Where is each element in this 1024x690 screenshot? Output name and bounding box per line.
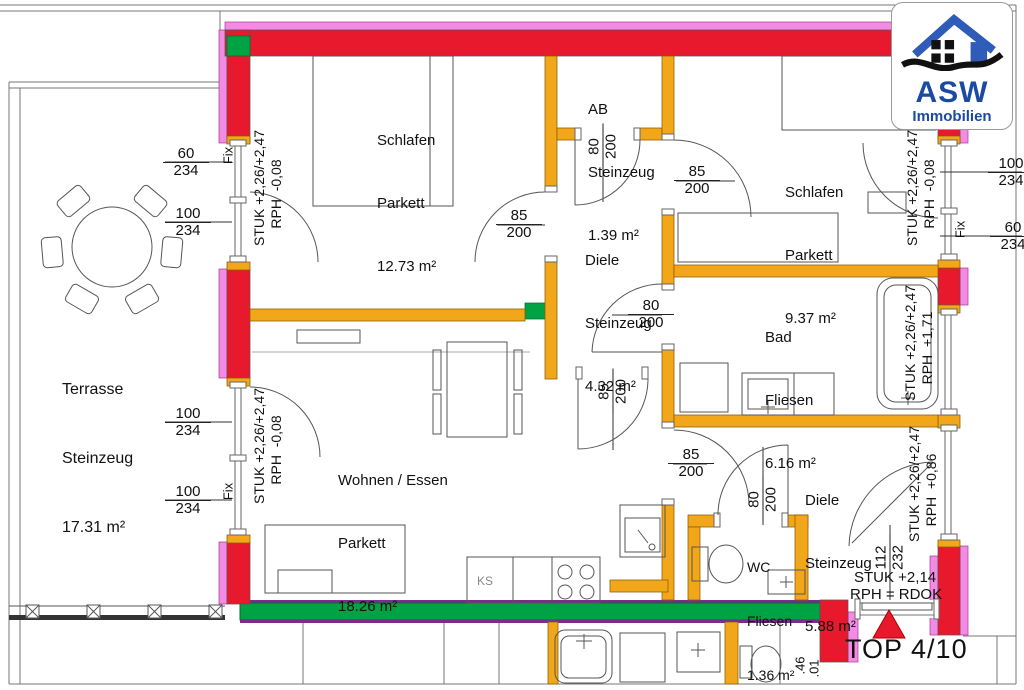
lower-apartment-fixtures bbox=[554, 629, 782, 684]
door-dim-bad: 80 200 bbox=[628, 298, 674, 331]
house-window-grid bbox=[931, 40, 955, 63]
room-label-schlafen2: Schlafen Parkett 9.37 m² bbox=[785, 184, 844, 327]
boundary-lines bbox=[0, 4, 1017, 685]
lintel-left-mid: STUK +2,26/+2,47 bbox=[251, 388, 267, 504]
door-dim-wc: 80 200 bbox=[746, 476, 780, 523]
window-dim-left-100b: 100 234 bbox=[165, 406, 211, 439]
door-arc-terrace-wohnen bbox=[249, 386, 321, 458]
door-arc-ab bbox=[574, 139, 641, 206]
fridge-label: KS bbox=[477, 574, 494, 588]
unit-label: TOP 4/10 bbox=[845, 634, 968, 664]
rph-bad: RPH +1,71 bbox=[919, 311, 935, 385]
bed-schlafen2 bbox=[677, 212, 839, 263]
window-dim-right-100: 100 234 bbox=[988, 156, 1024, 189]
room-label-schlafen1: Schlafen Parkett 12.73 m² bbox=[377, 132, 437, 275]
door-swings bbox=[249, 127, 939, 547]
terrace-table bbox=[40, 184, 184, 315]
dim-fragment-a: .46 bbox=[792, 656, 808, 675]
house-wall bbox=[970, 42, 988, 65]
room-label-diele1: Diele Steinzeug 4.32 m² bbox=[585, 252, 652, 395]
terrace-railing bbox=[9, 604, 225, 620]
rph-right-top: RPH -0,08 bbox=[921, 159, 937, 229]
door-dim-schlafen1: 85 200 bbox=[496, 208, 542, 241]
dining-set bbox=[432, 341, 523, 438]
entry-lintel-line2: RPH = RDOK bbox=[850, 586, 943, 603]
dim-fragment-b: .01 bbox=[806, 659, 822, 678]
asw-house-icon bbox=[900, 13, 1004, 72]
room-label-bad: Bad Fliesen 6.16 m² bbox=[765, 329, 816, 472]
lintel-bad: STUK +2,26/+2,47 bbox=[902, 285, 918, 401]
window-dim-left-100c: 100 234 bbox=[165, 484, 211, 517]
door-arc-wohnen bbox=[577, 378, 649, 450]
fix-label-left-top: Fix bbox=[220, 146, 236, 165]
room-label-schlafen-below: Schlafen Parkett bbox=[375, 646, 433, 690]
rph-left-top: RPH -0,08 bbox=[268, 159, 284, 229]
fix-label-right: Fix bbox=[952, 220, 968, 239]
room-label-ab: AB Steinzeug 1.39 m² bbox=[588, 101, 655, 244]
sofa bbox=[264, 524, 406, 594]
room-label-wc: WC Fliesen 1.36 m² bbox=[747, 559, 795, 683]
toilet-tank bbox=[691, 546, 709, 582]
door-dim-ab: 80 200 bbox=[586, 123, 620, 170]
green-accents bbox=[226, 35, 548, 320]
door-arc-diele2 bbox=[673, 429, 750, 506]
room-label-terrasse: Terrasse Steinzeug 17.31 m² bbox=[62, 381, 134, 536]
washing-machine bbox=[679, 362, 729, 413]
door-arc-balcony-schlafen2 bbox=[862, 142, 939, 219]
room-label-diele2: Diele Steinzeug 5.88 m² bbox=[805, 492, 872, 635]
sideboard bbox=[296, 329, 361, 344]
logo-wordmark: ASW bbox=[915, 76, 989, 109]
entrance-door bbox=[854, 598, 940, 620]
door-arc-schlafen1 bbox=[474, 191, 546, 263]
furniture bbox=[40, 55, 939, 684]
logo-subtitle: Immobilien bbox=[912, 108, 992, 125]
door-dim-schlafen2: 85 200 bbox=[674, 164, 720, 197]
window-dim-right-60: 60 234 bbox=[990, 220, 1024, 253]
lintel-right-top: STUK +2,26/+2,47 bbox=[904, 130, 920, 246]
fix-label-left-mid: Fix bbox=[220, 482, 236, 501]
door-arc-wc bbox=[717, 444, 789, 516]
door-arc-schlafen2 bbox=[673, 139, 752, 218]
asw-logo: ASW Immobilien bbox=[891, 2, 1013, 130]
window-frames bbox=[229, 139, 958, 541]
toilet bbox=[708, 544, 744, 584]
logo-swoosh bbox=[900, 52, 1004, 72]
door-dim-wohnen: 85 200 bbox=[596, 368, 630, 415]
door-arc-balcony-diele2 bbox=[848, 461, 934, 547]
bathtub bbox=[876, 277, 939, 410]
nightstand bbox=[867, 191, 907, 214]
lintel-diele2: STUK +2,26/+2,47 bbox=[906, 426, 922, 542]
door-dim-diele2: 85 200 bbox=[668, 447, 714, 480]
door-arc-terrace-schlafen1 bbox=[249, 191, 319, 263]
lintel-left-top: STUK +2,26/+2,47 bbox=[251, 130, 267, 246]
bathroom-fixtures bbox=[679, 277, 939, 416]
room-label-wohnen: Wohnen / Essen Parkett 18.26 m² bbox=[338, 472, 448, 615]
kitchen-counter bbox=[466, 504, 666, 604]
rph-left-mid: RPH -0,08 bbox=[268, 415, 284, 485]
wc-fixtures bbox=[691, 544, 806, 595]
bed-schlafen1 bbox=[312, 55, 454, 207]
house-roof bbox=[912, 13, 996, 58]
entrance-marker-triangle bbox=[872, 608, 906, 639]
window-dim-left-60: 60 234 bbox=[163, 146, 209, 179]
entry-lintel-line1: STUK +2,14 bbox=[854, 569, 937, 586]
rph-diele2: RPH +0,86 bbox=[923, 453, 939, 527]
interior-walls bbox=[249, 55, 939, 685]
door-arc-bad bbox=[591, 283, 663, 353]
window-dim-left-100a: 100 234 bbox=[165, 206, 211, 239]
